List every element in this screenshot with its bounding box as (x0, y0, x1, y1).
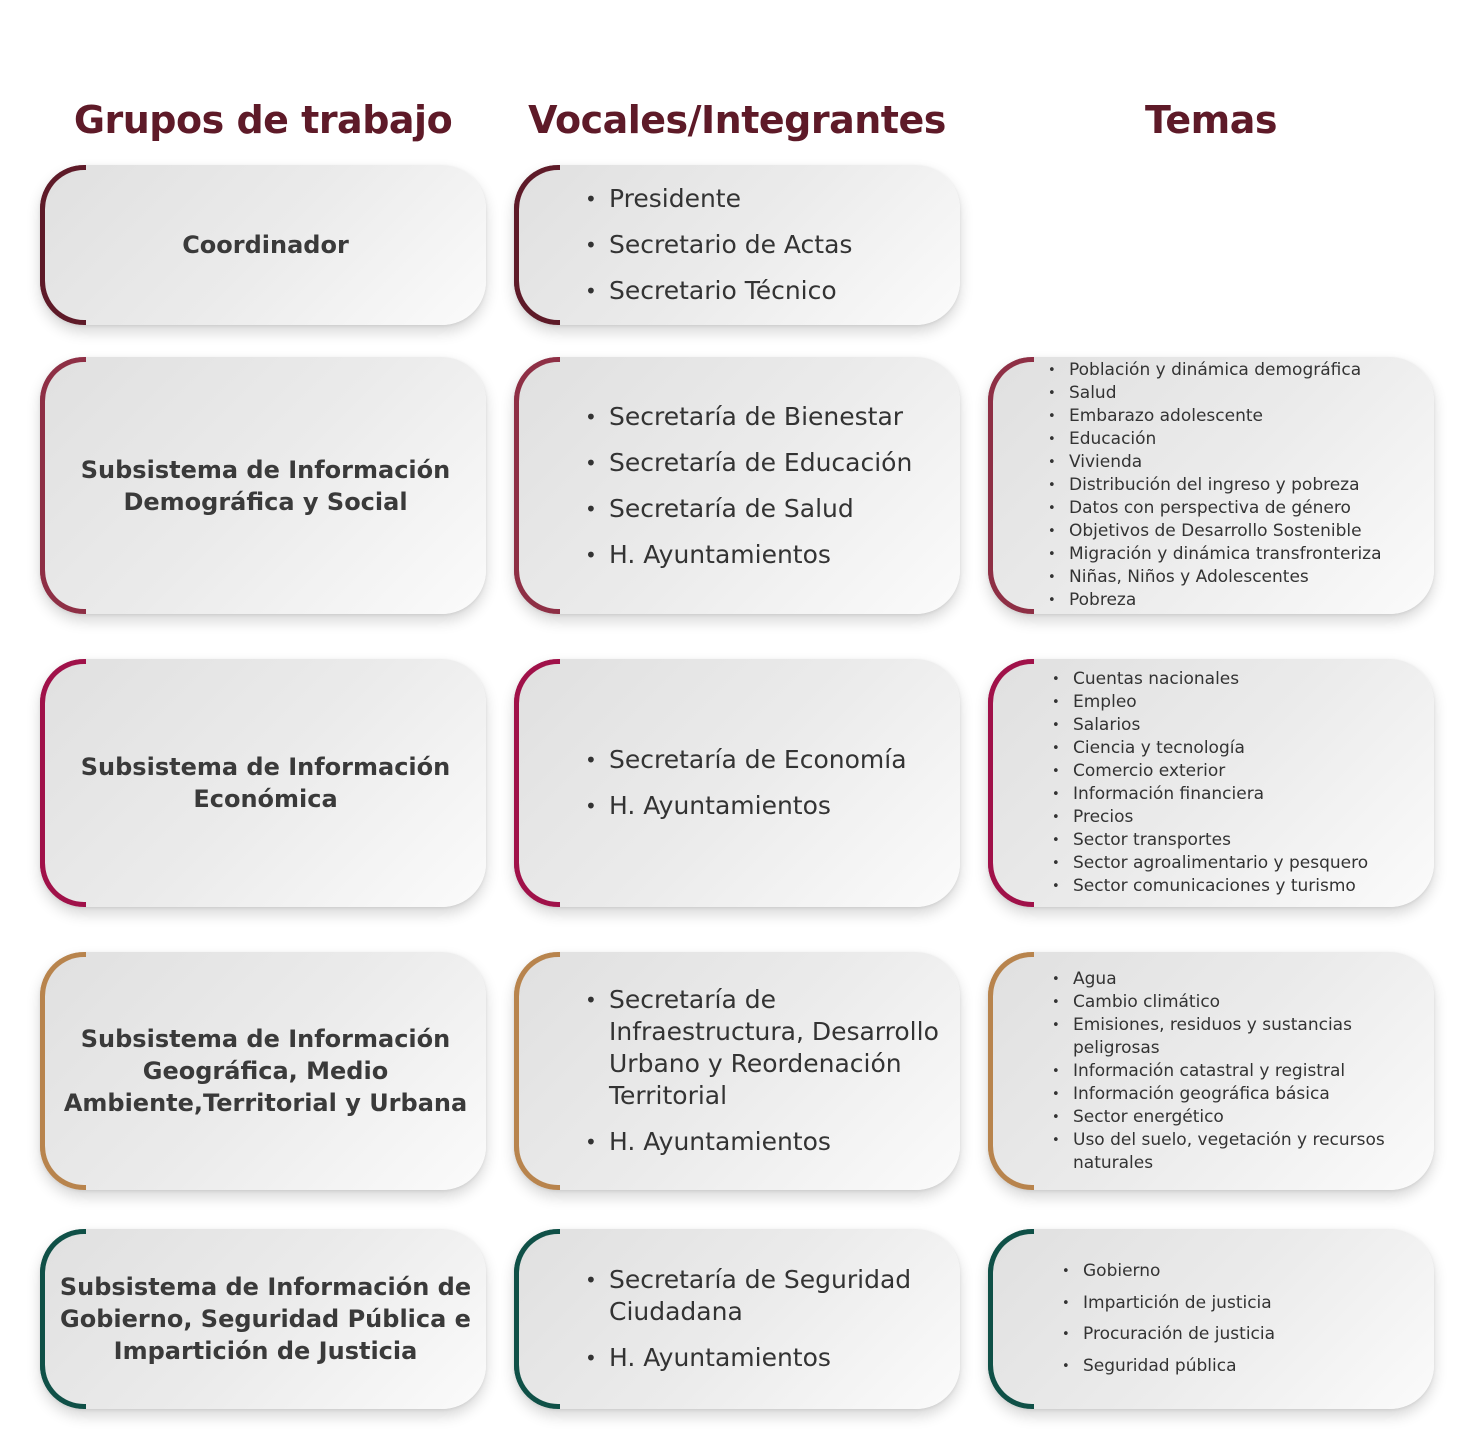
members-card: Secretaría de Economía H. Ayuntamientos (514, 659, 960, 907)
topic-item: Gobierno (1062, 1256, 1430, 1288)
topics-list: AguaCambio climáticoEmisiones, residuos … (993, 968, 1434, 1175)
topics-card: Población y dinámica demográficaSaludEmb… (988, 357, 1434, 614)
member-item: Secretario de Actas (585, 229, 952, 261)
member-item: Secretaría de Economía (585, 744, 952, 776)
group-card: Subsistema de Información Geográfica, Me… (40, 952, 486, 1190)
topics-list: Población y dinámica demográficaSaludEmb… (993, 359, 1434, 612)
topic-item: Datos con perspectiva de género (1048, 497, 1430, 520)
topic-item: Precios (1052, 806, 1430, 829)
topic-item: Objetivos de Desarrollo Sostenible (1048, 520, 1430, 543)
topic-item: Información catastral y registral (1052, 1060, 1430, 1083)
topic-item: Pobreza (1048, 589, 1430, 612)
topic-item: Impartición de justicia (1062, 1288, 1430, 1320)
member-item: H. Ayuntamientos (585, 539, 952, 571)
topic-item: Empleo (1052, 691, 1430, 714)
topic-item: Cambio climático (1052, 991, 1430, 1014)
topic-item: Seguridad pública (1062, 1351, 1430, 1383)
topic-item: Educación (1048, 428, 1430, 451)
topic-item: Comercio exterior (1052, 760, 1430, 783)
member-item: Secretaría de Educación (585, 447, 952, 479)
members-list: Secretaría de Infraestructura, Desarroll… (519, 970, 960, 1172)
topic-item: Emisiones, residuos y sustancias peligro… (1052, 1014, 1430, 1060)
members-list: Secretaría de Seguridad Ciudadana H. Ayun… (519, 1250, 960, 1388)
group-title: Coordinador (182, 231, 349, 259)
group-card: Subsistema de Información de Gobierno, S… (40, 1229, 486, 1409)
member-item: H. Ayuntamientos (585, 1342, 952, 1374)
topic-item: Migración y dinámica transfronteriza (1048, 543, 1430, 566)
topic-item: Sector transportes (1052, 829, 1430, 852)
header-groups: Grupos de trabajo (73, 98, 453, 142)
topic-item: Población y dinámica demográfica (1048, 359, 1430, 382)
member-item: Secretaría de Bienestar (585, 401, 952, 433)
group-title: Subsistema de Información Geográfica, Me… (63, 1025, 468, 1117)
topic-item: Salarios (1052, 714, 1430, 737)
topic-item: Niñas, Niños y Adolescentes (1048, 566, 1430, 589)
topics-card: AguaCambio climáticoEmisiones, residuos … (988, 952, 1434, 1190)
member-item: Secretaría de Salud (585, 493, 952, 525)
header-topics: Temas (1144, 98, 1278, 142)
topic-item: Embarazo adolescente (1048, 405, 1430, 428)
member-item: Secretario Técnico (585, 275, 952, 307)
topics-list: Cuentas nacionalesEmpleoSalariosCiencia … (993, 668, 1434, 898)
topic-item: Sector agroalimentario y pesquero (1052, 852, 1430, 875)
members-list: PresidenteSecretario de ActasSecretario … (519, 169, 960, 321)
member-item: Secretaría de Seguridad Ciudadana (585, 1264, 952, 1328)
topic-item: Agua (1052, 968, 1430, 991)
topic-item: Procuración de justicia (1062, 1319, 1430, 1351)
topic-item: Información financiera (1052, 783, 1430, 806)
topic-item: Cuentas nacionales (1052, 668, 1430, 691)
member-item: Secretaría de Infraestructura, Desarroll… (585, 984, 952, 1112)
topics-card: Cuentas nacionalesEmpleoSalariosCiencia … (988, 659, 1434, 907)
member-item: H. Ayuntamientos (585, 790, 952, 822)
topic-item: Ciencia y tecnología (1052, 737, 1430, 760)
group-card: Subsistema de Información Demográfica y … (40, 357, 486, 614)
topics-card: GobiernoImpartición de justiciaProcuraci… (988, 1229, 1434, 1409)
members-list: Secretaría de BienestarSecretaría de Edu… (519, 387, 960, 585)
group-card: Coordinador (40, 165, 486, 325)
header-members: Vocales/Integrantes (528, 98, 946, 142)
topic-item: Distribución del ingreso y pobreza (1048, 474, 1430, 497)
members-list: Secretaría de Economía H. Ayuntamientos (519, 730, 960, 836)
members-card: Secretaría de BienestarSecretaría de Edu… (514, 357, 960, 614)
members-card: PresidenteSecretario de ActasSecretario … (514, 165, 960, 325)
members-card: Secretaría de Infraestructura, Desarroll… (514, 952, 960, 1190)
topic-item: Información geográfica básica (1052, 1083, 1430, 1106)
group-title: Subsistema de Información Demográfica y … (80, 455, 451, 516)
group-title: Subsistema de Información de Gobierno, S… (59, 1273, 472, 1365)
member-item: Presidente (585, 183, 952, 215)
topic-item: Sector comunicaciones y turismo (1052, 875, 1430, 898)
topic-item: Salud (1048, 382, 1430, 405)
group-title: Subsistema de Información Económica (80, 753, 451, 813)
topic-item: Vivienda (1048, 451, 1430, 474)
group-card: Subsistema de Información Económica (40, 659, 486, 907)
topics-list: GobiernoImpartición de justiciaProcuraci… (993, 1256, 1434, 1382)
topic-item: Sector energético (1052, 1106, 1430, 1129)
topic-item: Uso del suelo, vegetación y recursos nat… (1052, 1129, 1430, 1175)
members-card: Secretaría de Seguridad Ciudadana H. Ayun… (514, 1229, 960, 1409)
member-item: H. Ayuntamientos (585, 1126, 952, 1158)
